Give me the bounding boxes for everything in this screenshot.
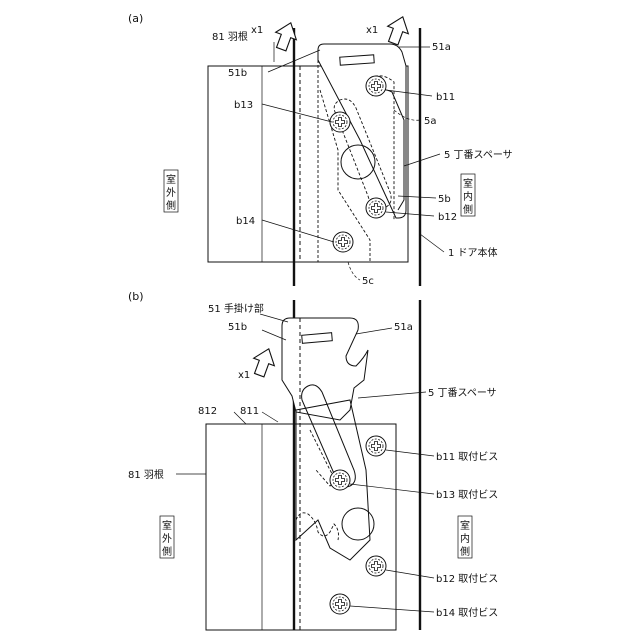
label-b12-b: b12 取付ビス: [436, 572, 498, 585]
label-wing-b: 81 羽根: [128, 468, 164, 481]
panel-b: (b) x1: [128, 290, 498, 630]
slot-hidden-b: [310, 430, 333, 486]
panel-a: (a) x1 x1: [128, 12, 513, 287]
label-b11-a: b11: [436, 92, 455, 103]
side-outdoor-1-a: 室: [166, 173, 176, 186]
leader-grip-b: [260, 314, 288, 322]
label-x1-right-a: x1: [366, 25, 378, 36]
leader-b13-a: [262, 104, 332, 122]
leader-b13-b: [350, 484, 434, 494]
screw-b13-a: [330, 112, 350, 132]
side-indoor-3-b: 側: [460, 545, 470, 558]
label-51a-a: 51a: [432, 42, 451, 53]
move-arrow-left-a: [271, 19, 301, 53]
label-x1-left-a: x1: [251, 25, 263, 36]
screw-b14-a: [333, 232, 353, 252]
label-b12-a: b12: [438, 212, 457, 223]
leader-spacer-b: [358, 392, 426, 398]
move-arrow-b: [249, 345, 279, 379]
label-51a-b: 51a: [394, 322, 413, 333]
leader-51a-b: [356, 328, 392, 334]
label-5a-a: 5a: [424, 116, 437, 127]
side-indoor-2-b: 内: [460, 532, 470, 545]
spacer-hidden-bottom-b: [296, 513, 339, 540]
label-grip-b: 51 手掛け部: [208, 302, 264, 315]
side-indoor-1-b: 室: [460, 519, 470, 532]
side-indoor-2-a: 内: [463, 190, 473, 203]
label-b13-b: b13 取付ビス: [436, 488, 498, 501]
leader-spacer-a: [404, 154, 440, 166]
screw-b13-b: [330, 470, 350, 490]
leader-5c-a: [348, 262, 360, 280]
screw-b11-b: [366, 436, 386, 456]
label-51b-b: 51b: [228, 322, 247, 333]
side-indoor-3-a: 側: [463, 203, 473, 216]
screw-b12-a: [366, 198, 386, 218]
side-outdoor-3-a: 側: [166, 199, 176, 212]
leader-b12-b: [386, 570, 434, 578]
leader-b11-b: [386, 450, 434, 456]
label-b13-a: b13: [234, 100, 253, 111]
label-51b-a: 51b: [228, 68, 247, 79]
spacer-plate-a: [318, 44, 406, 218]
move-arrow-right-a: [383, 13, 413, 47]
panel-b-label: (b): [128, 290, 144, 303]
label-b14-b: b14 取付ビス: [436, 606, 498, 619]
label-wing-a: 81 羽根: [212, 30, 248, 43]
label-b14-a: b14: [236, 216, 255, 227]
screw-b11-a: [366, 76, 386, 96]
side-outdoor-2-a: 外: [166, 187, 176, 199]
side-outdoor-2-b: 外: [162, 533, 172, 545]
screw-b12-b: [366, 556, 386, 576]
label-spacer-a: 5 丁番スペーサ: [444, 149, 513, 161]
label-5b-a: 5b: [438, 194, 451, 205]
leader-b14-b: [350, 606, 434, 612]
label-door-a: 1 ドア本体: [448, 246, 498, 259]
leader-door-a: [420, 234, 444, 252]
leader-811-b: [262, 412, 278, 422]
label-x1-b: x1: [238, 370, 250, 381]
leader-b12-a: [386, 212, 434, 216]
label-b11-b: b11 取付ビス: [436, 450, 498, 463]
label-811-b: 811: [240, 406, 259, 417]
side-outdoor-1-b: 室: [162, 519, 172, 532]
wing-panel-b: [206, 424, 396, 630]
label-spacer-b: 5 丁番スペーサ: [428, 387, 497, 399]
label-812-b: 812: [198, 406, 217, 417]
side-indoor-1-a: 室: [463, 177, 473, 190]
panel-a-label: (a): [128, 12, 143, 25]
leader-b14-a: [262, 220, 334, 242]
label-5c-a: 5c: [362, 276, 374, 287]
side-outdoor-3-b: 側: [162, 545, 172, 558]
screw-b14-b: [330, 594, 350, 614]
